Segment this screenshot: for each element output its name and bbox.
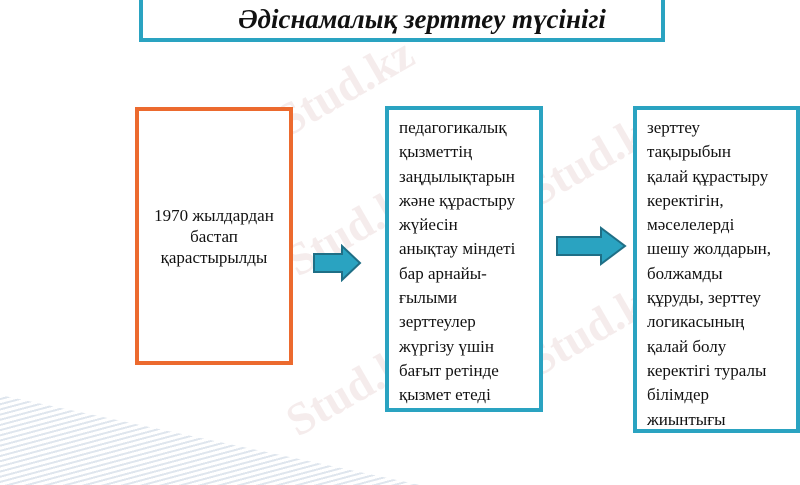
slide-title: Әдіснамалық зерттеу түсінігі bbox=[238, 4, 606, 34]
arrow-right-icon bbox=[313, 244, 362, 282]
title-box: Әдіснамалық зерттеу түсінігі bbox=[139, 0, 665, 42]
box-definition: зерттеу тақырыбын қалай құрастыру керект… bbox=[633, 106, 800, 433]
decorative-stripes bbox=[0, 395, 420, 485]
box-purpose: педагогикалық қызметтің заңдылықтарын жә… bbox=[385, 106, 543, 412]
box-start-date: 1970 жылдардан бастап қарастырылды bbox=[135, 107, 293, 365]
arrow-right-icon bbox=[556, 226, 627, 266]
